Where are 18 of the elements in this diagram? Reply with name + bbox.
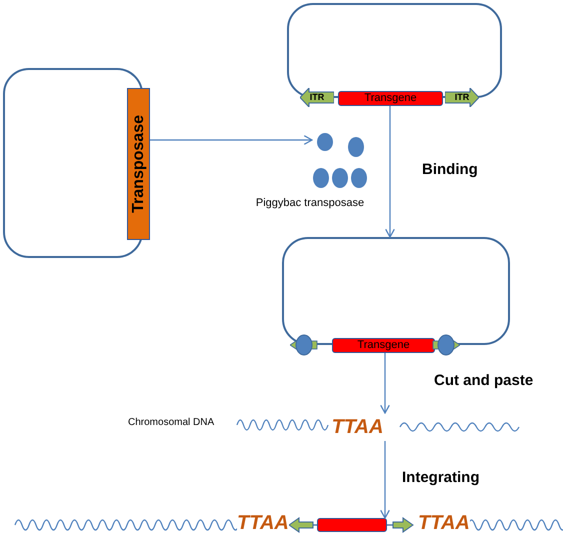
- transposase-proteins: [312, 133, 370, 189]
- arrow: [380, 353, 390, 414]
- edge-label: Binding: [420, 162, 480, 176]
- arrow: [384, 106, 396, 238]
- target-site-text: TTAA: [237, 513, 289, 533]
- edge-label: Cut and paste: [432, 373, 536, 388]
- transgene-bar: Transgene: [332, 338, 435, 353]
- arrow: [150, 134, 313, 146]
- itr-tag: ITR: [445, 88, 479, 107]
- edge-label: Integrating: [400, 470, 482, 484]
- protein-caption: Piggybac transposase: [254, 198, 366, 209]
- target-site-text: TTAA: [325, 413, 390, 441]
- transgene-bar: Transgene: [338, 91, 443, 106]
- inserted-transgene-bar: [317, 518, 387, 532]
- arrow: [380, 441, 390, 519]
- transposase-gene-bar: Transposase: [127, 88, 150, 240]
- itr-tag: ITR: [300, 88, 334, 107]
- dna-label: Chromosomal DNA: [128, 418, 214, 428]
